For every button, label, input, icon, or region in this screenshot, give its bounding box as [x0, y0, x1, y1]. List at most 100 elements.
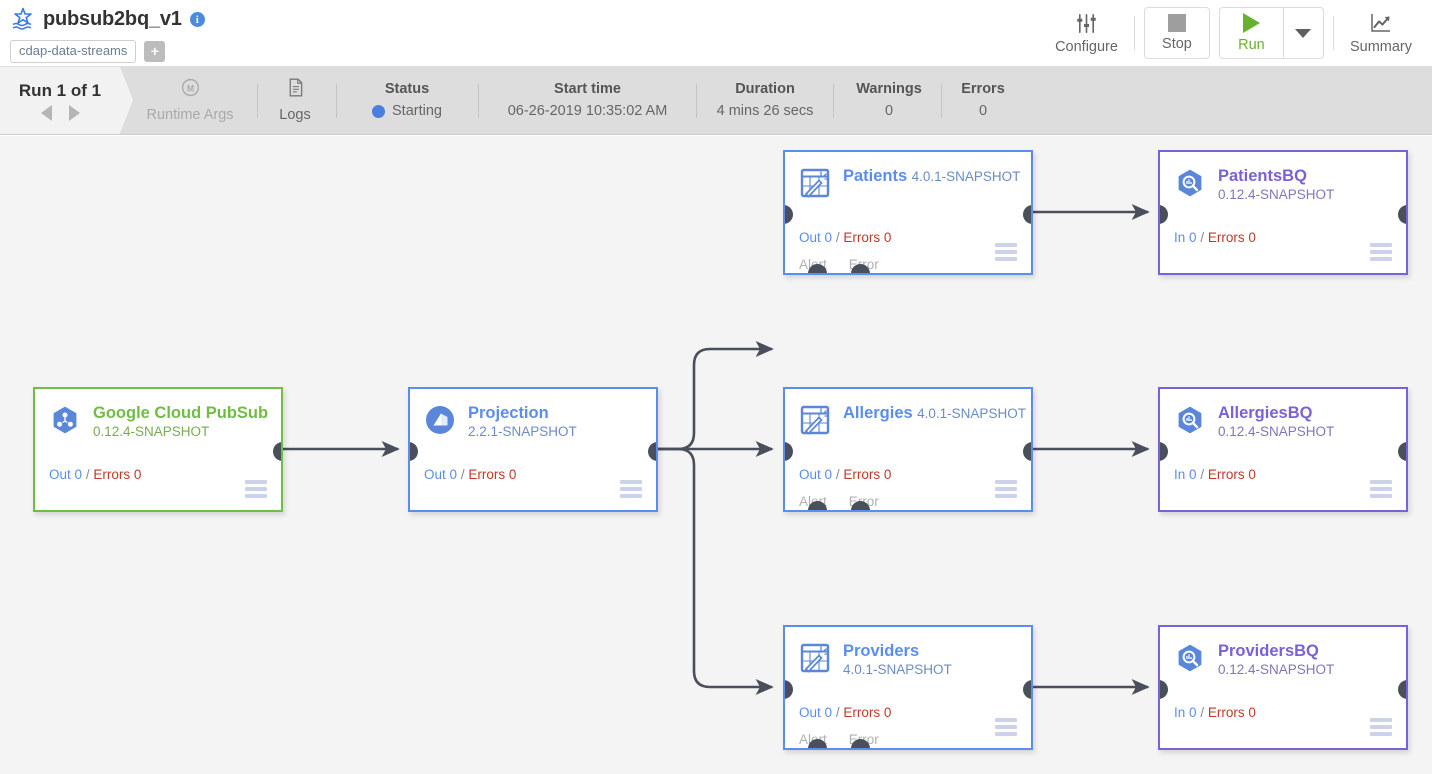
pipeline-node-providersbq[interactable]: ProvidersBQ 0.12.4-SNAPSHOT In 0 / Error…: [1158, 625, 1408, 750]
line-chart-icon: [1369, 11, 1393, 35]
node-metrics: Out 0 / Errors 0: [799, 230, 891, 246]
add-tag-button[interactable]: +: [144, 41, 166, 62]
configure-button[interactable]: Configure: [1039, 0, 1134, 66]
node-metrics: In 0 / Errors 0: [1174, 230, 1256, 246]
node-output-port[interactable]: [1023, 680, 1031, 699]
hamburger-menu-icon[interactable]: [1370, 718, 1392, 736]
node-header: ProvidersBQ 0.12.4-SNAPSHOT: [1160, 627, 1406, 679]
hamburger-menu-icon[interactable]: [995, 480, 1017, 498]
node-input-port[interactable]: [785, 205, 793, 224]
bigquery-icon: [1174, 167, 1206, 199]
pipeline-node-providers[interactable]: Providers 4.0.1-SNAPSHOT Out 0 / Errors …: [783, 625, 1033, 750]
node-title: Allergies: [843, 404, 913, 422]
metric-label: Out: [49, 467, 71, 482]
pipeline-node-allergiesbq[interactable]: AllergiesBQ 0.12.4-SNAPSHOT In 0 / Error…: [1158, 387, 1408, 512]
pipeline-node-patients[interactable]: Patients 4.0.1-SNAPSHOT Out 0 / Errors 0…: [783, 150, 1033, 275]
errors-value: 0: [1248, 230, 1256, 245]
metric-label: Out: [424, 467, 446, 482]
node-output-port[interactable]: [1023, 205, 1031, 224]
errors-value: 0: [508, 467, 517, 482]
run-button[interactable]: Run: [1220, 8, 1283, 58]
node-input-port[interactable]: [1160, 442, 1168, 461]
page-title: pubsub2bq_v1: [43, 7, 182, 30]
metric-separator: /: [1200, 705, 1205, 720]
node-header: PatientsBQ 0.12.4-SNAPSHOT: [1160, 152, 1406, 204]
node-input-port[interactable]: [410, 442, 418, 461]
node-output-port[interactable]: [1023, 442, 1031, 461]
hamburger-menu-icon[interactable]: [620, 480, 642, 498]
warnings-field: Warnings 0: [835, 67, 943, 134]
toolbar-divider: [1133, 16, 1135, 50]
pipeline-canvas[interactable]: Google Cloud PubSub 0.12.4-SNAPSHOT Out …: [0, 136, 1432, 774]
node-texts: Google Cloud PubSub 0.12.4-SNAPSHOT: [93, 403, 281, 441]
node-input-port[interactable]: [1160, 680, 1168, 699]
node-output-port[interactable]: [273, 442, 281, 461]
node-metrics: In 0 / Errors 0: [1174, 467, 1256, 483]
info-icon[interactable]: i: [189, 12, 205, 27]
errors-value: 0: [133, 467, 142, 482]
pipeline-node-patientsbq[interactable]: PatientsBQ 0.12.4-SNAPSHOT In 0 / Errors…: [1158, 150, 1408, 275]
metric-label: Out: [799, 705, 821, 720]
metric-value: 0: [1189, 467, 1197, 482]
status-divider: [257, 84, 258, 118]
macro-icon: M: [180, 77, 201, 102]
node-title: Patients: [843, 167, 908, 185]
node-output-port[interactable]: [1398, 442, 1406, 461]
wrangler-icon: [799, 642, 831, 674]
pipeline-title-row: pubsub2bq_v1 i: [10, 5, 205, 33]
node-alert-port[interactable]: [808, 264, 827, 273]
node-header: Providers 4.0.1-SNAPSHOT: [785, 627, 1031, 679]
logs-button[interactable]: Logs: [262, 67, 328, 134]
hamburger-menu-icon[interactable]: [995, 718, 1017, 736]
run-dropdown-button[interactable]: [1282, 8, 1323, 58]
node-header: Google Cloud PubSub 0.12.4-SNAPSHOT: [35, 389, 281, 441]
duration-field: Duration 4 mins 26 secs: [698, 67, 832, 134]
svg-text:M: M: [186, 83, 193, 93]
status-divider: [478, 84, 479, 118]
node-header: Projection 2.2.1-SNAPSHOT: [410, 389, 656, 441]
run-counter-label: Run 1 of 1: [18, 80, 102, 100]
hamburger-menu-icon[interactable]: [1370, 243, 1392, 261]
hamburger-menu-icon[interactable]: [1370, 480, 1392, 498]
node-alert-port[interactable]: [808, 739, 827, 748]
node-input-port[interactable]: [785, 442, 793, 461]
node-title: PatientsBQ: [1218, 167, 1307, 185]
status-label: Status: [384, 81, 430, 97]
connection-edges: [281, 203, 1150, 696]
node-output-port[interactable]: [1398, 205, 1406, 224]
runtime-args-button[interactable]: M Runtime Args: [128, 67, 252, 134]
node-error-port[interactable]: [851, 739, 870, 748]
sliders-icon: [1075, 11, 1098, 35]
previous-run-button[interactable]: [40, 104, 52, 121]
node-texts: Projection 2.2.1-SNAPSHOT: [468, 403, 656, 441]
next-run-button[interactable]: [68, 104, 80, 121]
pipeline-node-allergies[interactable]: Allergies 4.0.1-SNAPSHOT Out 0 / Errors …: [783, 387, 1033, 512]
node-input-port[interactable]: [1160, 205, 1168, 224]
node-metrics: In 0 / Errors 0: [1174, 705, 1256, 721]
node-version: 0.12.4-SNAPSHOT: [1218, 187, 1335, 202]
stop-button[interactable]: Stop: [1143, 7, 1210, 59]
node-output-port[interactable]: [1398, 680, 1406, 699]
pipeline-node-projection[interactable]: Projection 2.2.1-SNAPSHOT Out 0 / Errors…: [408, 387, 658, 512]
hamburger-menu-icon[interactable]: [245, 480, 267, 498]
node-input-port[interactable]: [785, 680, 793, 699]
node-error-port[interactable]: [851, 264, 870, 273]
errors-value: 0: [1248, 705, 1256, 720]
summary-button[interactable]: Summary: [1334, 0, 1428, 66]
metric-separator: /: [835, 467, 840, 482]
hamburger-menu-icon[interactable]: [995, 243, 1017, 261]
metric-separator: /: [835, 230, 840, 245]
node-texts: Allergies 4.0.1-SNAPSHOT: [843, 403, 1026, 423]
node-error-port[interactable]: [851, 501, 870, 510]
node-version: 4.0.1-SNAPSHOT: [911, 169, 1021, 184]
node-output-port[interactable]: [648, 442, 656, 461]
wrangler-icon: [799, 404, 831, 436]
errors-label: Errors: [843, 230, 881, 245]
pipeline-node-google-cloud-pubsub[interactable]: Google Cloud PubSub 0.12.4-SNAPSHOT Out …: [33, 387, 283, 512]
status-divider: [336, 84, 337, 118]
node-alert-port[interactable]: [808, 501, 827, 510]
pipeline-tag[interactable]: cdap-data-streams: [10, 40, 137, 63]
stop-square-icon: [1167, 14, 1186, 32]
metric-value: 0: [1189, 705, 1197, 720]
node-version: 4.0.1-SNAPSHOT: [843, 662, 952, 677]
